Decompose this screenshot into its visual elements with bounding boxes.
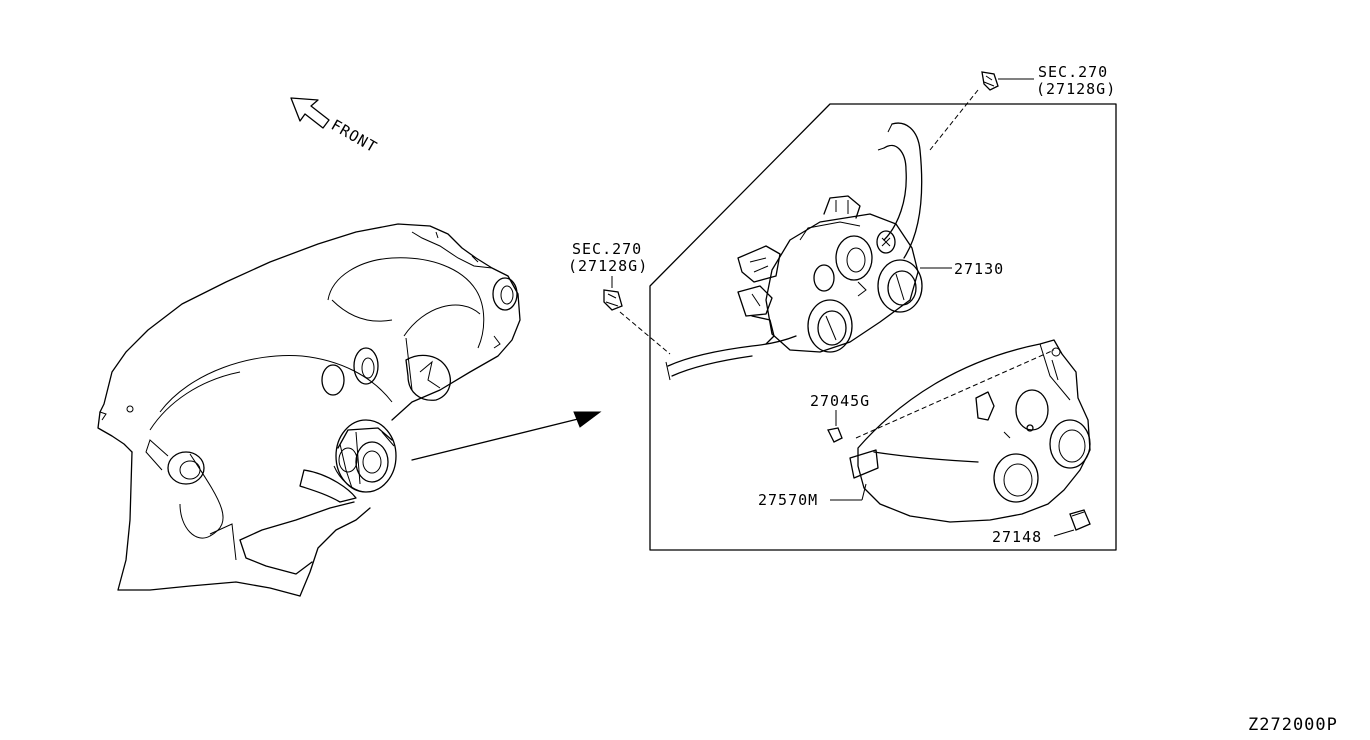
sec-upper-line2: (27128G) [1036, 80, 1116, 98]
diagram-id: Z272000P [1248, 715, 1338, 735]
front-arrow-icon [290, 97, 330, 129]
heater-control-assembly-27130 [737, 195, 923, 353]
dashboard-illustration [97, 223, 521, 597]
label-27148: 27148 [992, 528, 1042, 546]
upper-clip [981, 71, 999, 91]
label-27045G: 27045G [810, 392, 870, 410]
exploded-view-frame [649, 103, 1117, 551]
leader-27570M-tip [861, 483, 867, 501]
left-clip [603, 289, 623, 311]
label-27130: 27130 [954, 260, 1004, 278]
leader-27148 [1053, 529, 1075, 537]
sec-left-line2: (27128G) [568, 257, 648, 275]
socket-27148 [1069, 509, 1091, 531]
sec-upper-line1: SEC.270 [1038, 63, 1108, 81]
dash-heater-control [333, 419, 397, 493]
dashed-guide-left [619, 311, 671, 355]
pointer-arrow [411, 411, 602, 461]
label-27570M: 27570M [758, 491, 818, 509]
dashed-guide-27045G [855, 349, 1055, 439]
finisher-panel-27570M [849, 339, 1091, 523]
front-label: FRONT [328, 116, 380, 157]
sec-left-line1: SEC.270 [572, 240, 642, 258]
control-cables [665, 122, 923, 381]
dashed-guide-upper [929, 89, 979, 151]
clip-27045G [827, 427, 843, 443]
finisher-cable [873, 451, 979, 463]
